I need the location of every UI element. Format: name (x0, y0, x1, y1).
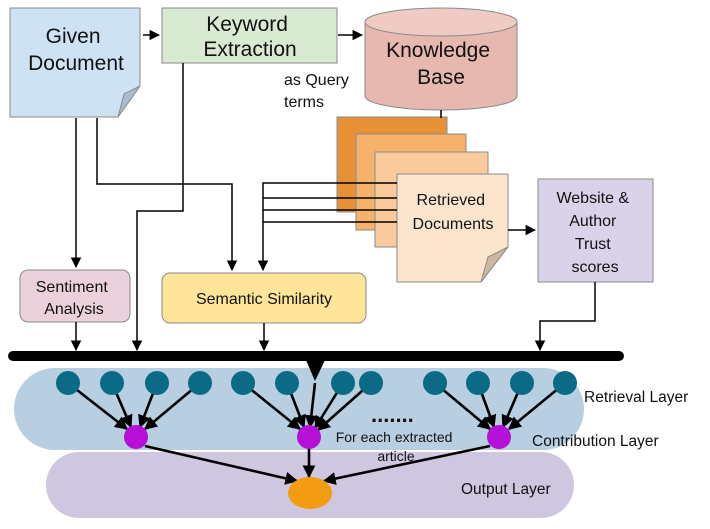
query-terms-note: as Query terms (284, 72, 353, 111)
retrieval-node (466, 371, 490, 395)
knowledge-base-top (364, 7, 518, 37)
given-document-fold (117, 85, 141, 118)
arrow-trust-to-bar (534, 282, 596, 352)
retrieval-nodes (56, 371, 577, 395)
keyword-extraction-box (161, 7, 338, 64)
retrieval-layer-label: Retrieval Layer (584, 389, 688, 406)
aggregation-bar (8, 351, 624, 361)
ellipsis-dots: ....... (371, 402, 414, 427)
contribution-node (124, 425, 148, 449)
given-document-label: Given Document (28, 25, 124, 75)
per-article-note: For each extracted article (336, 429, 457, 464)
output-layer-label: Output Layer (461, 481, 551, 498)
arrow-doc-to-similarity (96, 118, 238, 272)
trust-scores-label: Website & Author Trust scores (556, 190, 633, 276)
retrieval-node (423, 371, 447, 395)
sentiment-analysis-label: Sentiment Analysis (36, 279, 113, 318)
retrieval-node (188, 371, 212, 395)
retrieval-node (231, 371, 255, 395)
contribution-layer-label: Contribution Layer (532, 433, 659, 450)
retrieval-node (56, 371, 80, 395)
retrieval-node (100, 371, 124, 395)
sentiment-analysis-box (19, 269, 131, 323)
contribution-node (487, 425, 511, 449)
retrieved-documents-fold (480, 246, 509, 283)
keyword-extraction-label: Keyword Extraction (203, 13, 296, 61)
knowledge-base-cylinder (364, 22, 518, 111)
retrieval-node (553, 371, 577, 395)
contribution-nodes (124, 425, 511, 449)
retrieval-node (331, 371, 355, 395)
aggregation-bar-pointer (306, 360, 325, 381)
retrieval-node (510, 371, 534, 395)
retrieved-documents-label: Retrieved Documents (413, 192, 494, 233)
semantic-similarity-label: Semantic Similarity (196, 291, 332, 308)
retrieval-node (359, 371, 383, 395)
retrieval-node (275, 371, 299, 395)
trust-scores-box (537, 178, 654, 283)
arrow-keyword-to-bar (131, 63, 184, 352)
output-node (288, 477, 332, 509)
knowledge-base-label: Knowledge Base (386, 39, 496, 89)
retrieval-node (145, 371, 169, 395)
arrow-retrieved-to-similarity (257, 182, 397, 272)
contribution-node (297, 425, 321, 449)
